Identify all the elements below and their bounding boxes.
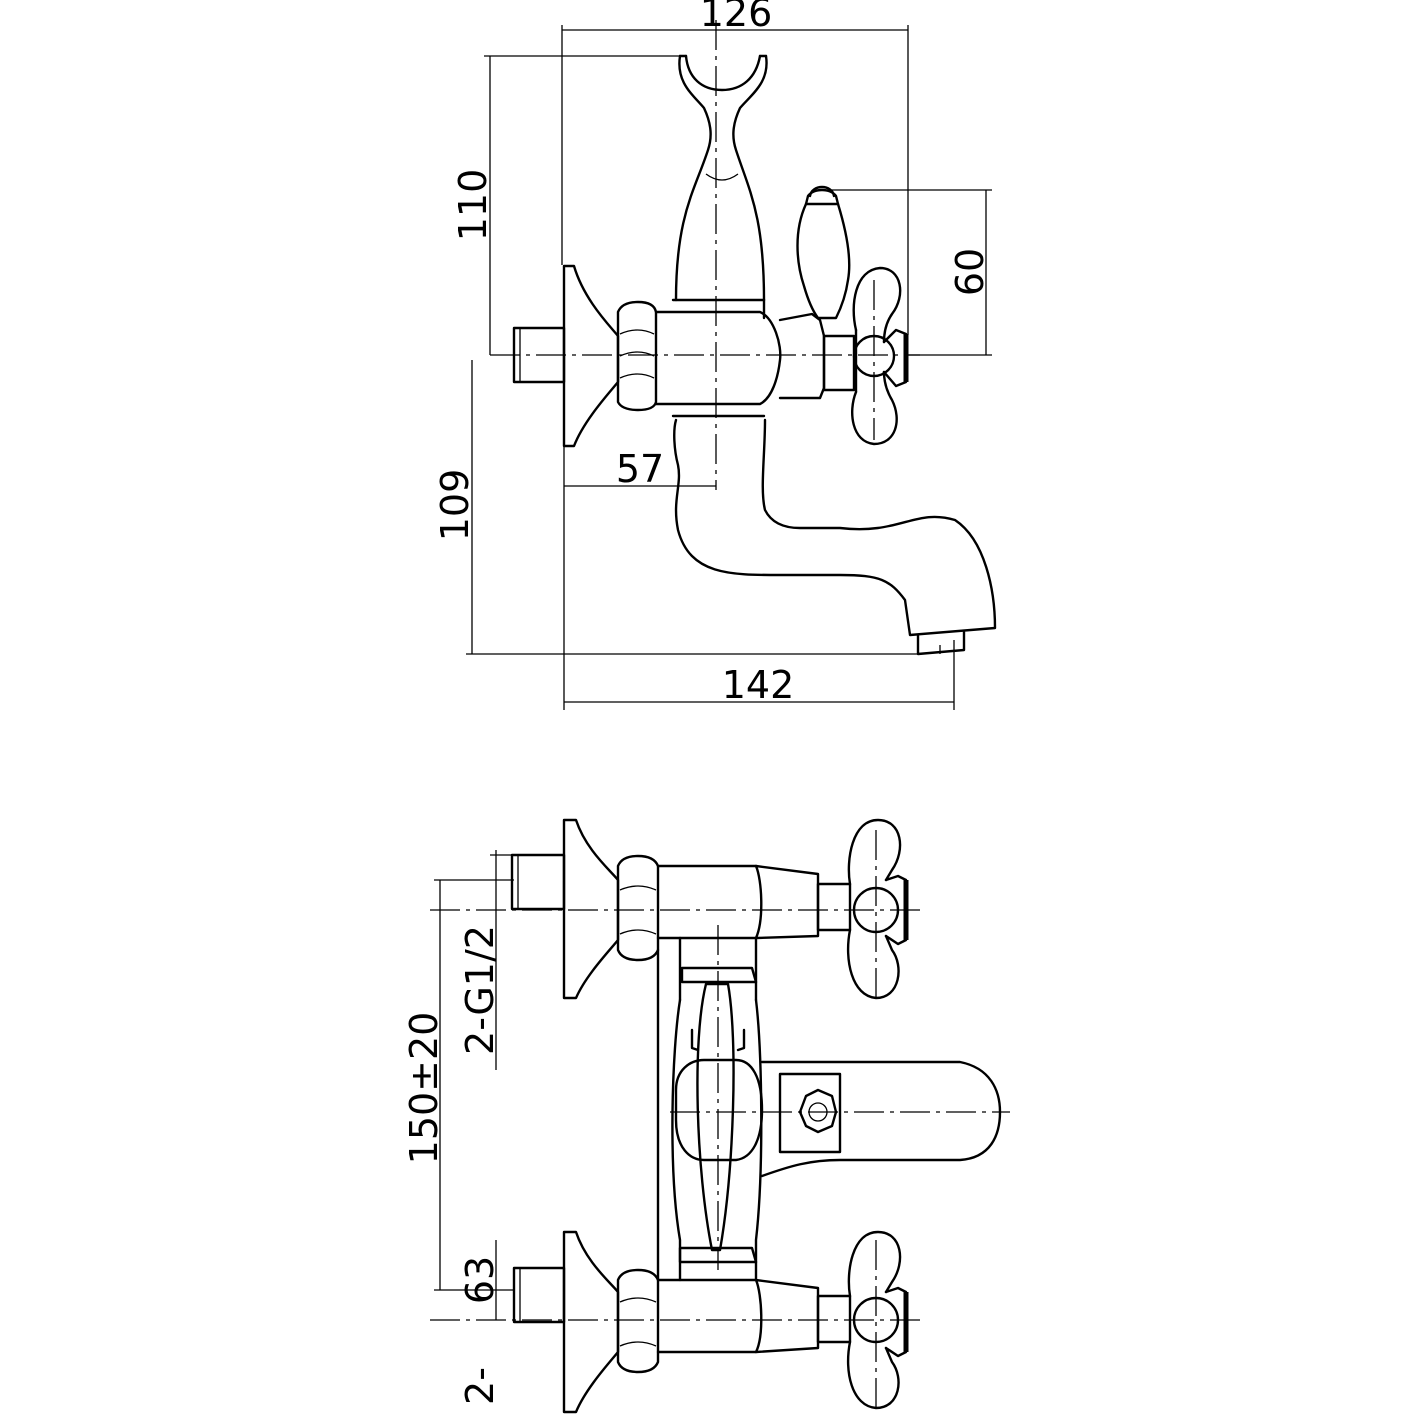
- dim-2-g1-2: 2-G1/2: [458, 925, 502, 1055]
- dim-126: 126: [700, 0, 773, 35]
- dim-2-prefix: 2-: [458, 1367, 502, 1405]
- dim-150-20: 150±20: [402, 1012, 446, 1165]
- dim-63: 63: [458, 1256, 502, 1304]
- dim-57: 57: [616, 447, 664, 491]
- side-view: [466, 20, 997, 710]
- dim-110: 110: [451, 169, 495, 242]
- top-view: [430, 818, 1010, 1414]
- dim-60: 60: [948, 248, 992, 296]
- dim-109: 109: [433, 469, 477, 542]
- dim-142: 142: [722, 663, 795, 707]
